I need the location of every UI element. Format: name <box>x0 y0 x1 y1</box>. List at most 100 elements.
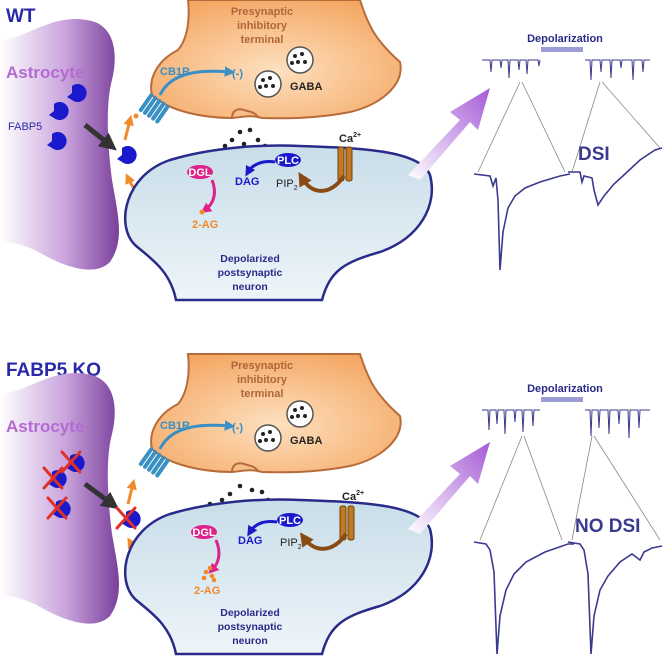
astrocyte-label: Astrocyte <box>6 417 84 436</box>
ag-molecule-dot <box>133 113 139 119</box>
plc-to-dag-arrow <box>245 160 276 177</box>
fabp5-bound-icon <box>121 510 141 528</box>
gaba-vesicle <box>286 46 314 74</box>
depolarization-label: Depolarization <box>527 33 603 45</box>
presynaptic-terminal <box>150 353 402 474</box>
trace-after-depolarization <box>585 409 650 439</box>
fabp5-bound-icon <box>117 146 137 165</box>
gaba-vesicle <box>254 424 282 452</box>
knockout-x-icon <box>115 506 137 530</box>
presynaptic-label-line2: inhibitory <box>237 20 288 32</box>
ipsc-trace-before <box>473 541 574 655</box>
postsynaptic-label-line2: postsynaptic <box>218 267 283 279</box>
ipsc-trace-after <box>568 147 663 207</box>
trace-before-depolarization <box>482 409 540 435</box>
fabp5-icon <box>47 132 67 150</box>
overview-trace <box>482 59 650 81</box>
dag-label: DAG <box>235 176 259 188</box>
recording-arrow <box>408 88 490 180</box>
astrocyte-cell <box>0 373 119 624</box>
postsynaptic-label-line1: Depolarized <box>220 253 280 265</box>
ag-source-dot <box>199 209 205 215</box>
postsynaptic-neuron <box>123 144 434 302</box>
fabp5-icon <box>51 500 71 518</box>
plc-label: PLC <box>277 155 299 167</box>
dgl-enzyme <box>191 525 217 539</box>
trace-before-depolarization <box>482 59 541 79</box>
gaba-label: GABA <box>290 435 322 447</box>
accumulated-ag-dots <box>201 565 217 583</box>
postsynaptic-label-line3: neuron <box>232 281 268 293</box>
result-label: DSI <box>578 144 610 165</box>
plc-label: PLC <box>279 515 301 527</box>
depolarization-label: Depolarization <box>527 383 603 395</box>
panel-title: WT <box>6 6 36 27</box>
presynaptic-label-line2: inhibitory <box>237 374 288 386</box>
fabp5-icon <box>47 470 67 488</box>
pip2-label: PIP2 <box>280 537 302 551</box>
dgl-to-ag-arrow <box>208 539 221 574</box>
ag-label: 2-AG <box>194 585 220 597</box>
plc-to-dag-arrow <box>247 520 278 537</box>
vesicle-fusion-pore <box>231 462 259 473</box>
gaba-vesicle <box>254 70 282 98</box>
calcium-to-plc-arrow <box>298 171 346 193</box>
zoomed-traces <box>473 147 663 271</box>
vesicle-fusion-pore <box>231 108 259 119</box>
dag-label: DAG <box>238 535 262 547</box>
postsynaptic-label-line1: Depolarized <box>220 607 280 619</box>
trace-after-depolarization <box>585 59 650 81</box>
cb1r-inhibition-arrow <box>158 66 236 96</box>
cb1r-receptor-icon <box>138 447 170 478</box>
calcium-channel-icon <box>337 146 353 182</box>
fabp5-icon <box>49 102 69 120</box>
panel-wt: WT Astrocyte FABP5 Presynaptic inhibitor… <box>0 0 663 302</box>
knockout-x-icon <box>42 450 82 520</box>
panel-fabp5-ko: FABP5 KO Astrocyte Presynaptic inhibitor… <box>0 353 663 656</box>
gaba-vesicle <box>286 400 314 428</box>
zoom-lines <box>477 81 661 173</box>
gaba-molecules <box>258 52 307 89</box>
fabp5-knockout-icons <box>42 450 85 520</box>
recording-arrow <box>408 442 490 534</box>
ag-label: 2-AG <box>192 219 218 231</box>
postsynaptic-label-line3: neuron <box>232 635 268 647</box>
presynaptic-label-line3: terminal <box>241 388 284 400</box>
calcium-label: Ca2+ <box>342 490 364 503</box>
fabp5-to-cb1r-arrow <box>126 478 137 505</box>
calcium-label: Ca2+ <box>339 132 361 145</box>
ipsc-trace-after <box>567 541 663 655</box>
fabp5-to-cb1r-arrow <box>123 114 134 141</box>
cb1r-label: CB1R <box>160 66 190 78</box>
inhibit-label: (-) <box>232 68 243 80</box>
postsynaptic-label-line2: postsynaptic <box>218 621 283 633</box>
calcium-to-plc-arrow <box>299 532 348 551</box>
depolarization-bar <box>541 397 583 402</box>
fabp5-protein-icons <box>47 84 87 150</box>
plc-enzyme <box>275 153 301 167</box>
zoomed-traces <box>473 541 663 655</box>
gaba-molecules <box>258 406 307 443</box>
presynaptic-label-line1: Presynaptic <box>231 6 293 18</box>
gaba-label: GABA <box>290 81 322 93</box>
cb1r-inhibition-arrow <box>158 420 236 450</box>
dgl-label: DGL <box>192 527 216 539</box>
dgl-enzyme <box>187 165 213 179</box>
ipsc-trace-before <box>473 173 571 271</box>
fabp5-label: FABP5 <box>8 121 42 133</box>
zoom-lines <box>479 435 661 541</box>
presynaptic-label-line1: Presynaptic <box>231 360 293 372</box>
fabp5-transport-arrow <box>83 481 120 510</box>
dgl-label: DGL <box>188 167 212 179</box>
fabp5-icon <box>67 84 87 102</box>
depolarization-bar <box>541 47 583 52</box>
cb1r-label: CB1R <box>160 420 190 432</box>
dgl-to-ag-arrow <box>200 179 216 214</box>
presynaptic-label-line3: terminal <box>241 34 284 46</box>
fabp5-icon <box>65 454 85 472</box>
plc-enzyme <box>277 513 303 527</box>
pip2-label: PIP2 <box>276 178 298 192</box>
result-label: NO DSI <box>575 516 640 537</box>
presynaptic-terminal <box>150 0 402 120</box>
